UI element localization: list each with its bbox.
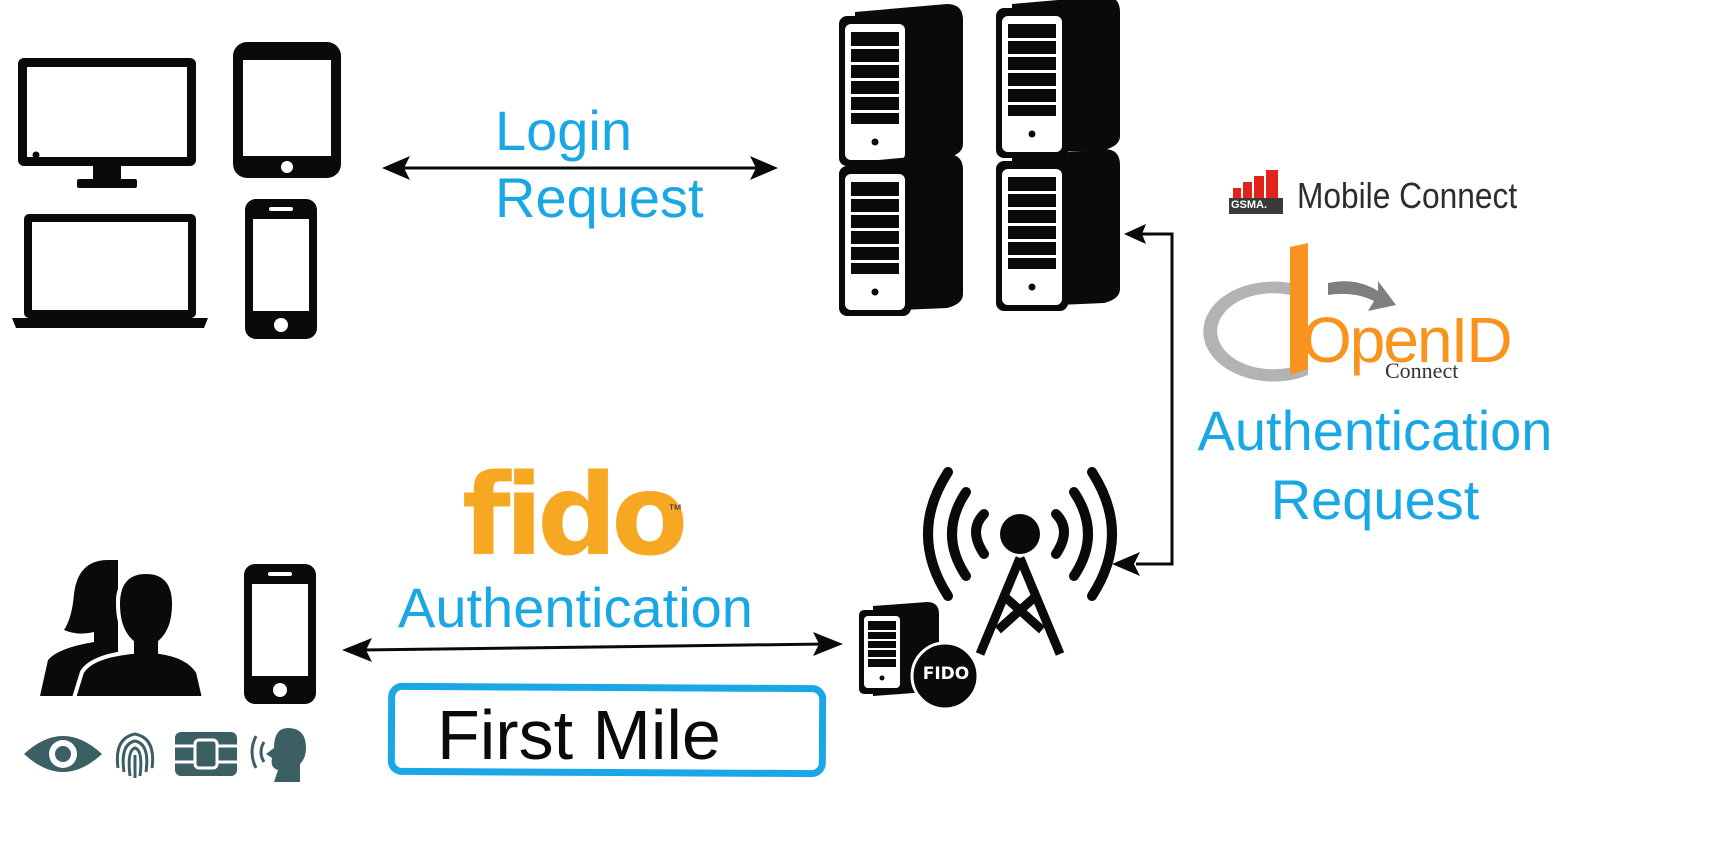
fido-wordmark-text: fido [462,451,688,581]
server-tower-icon [996,0,1120,158]
fido-tm: ™ [668,501,682,517]
gsma-badge-text: GSMA. [1231,199,1268,211]
server-tower-icon [996,149,1120,311]
fido-badge-text: FIDO [922,664,970,684]
openid-connect-text: Connect [1385,358,1459,383]
users-icon [40,560,207,700]
tablet-icon [233,42,341,178]
server-tower-icon [839,4,963,166]
voice-icon [250,728,306,782]
gsma-logo: GSMA. [1229,168,1285,220]
fido-authentication-label: Authentication [398,576,753,639]
laptop-icon [12,214,208,328]
server-cluster [839,0,1120,316]
fido-logo: fido ™ [462,451,692,581]
login-label: Login [495,99,633,162]
request-label: Request [495,166,704,229]
radio-tower-icon [923,467,1117,656]
server-tower-icon [839,154,963,316]
smart-card-icon [175,732,237,776]
authentication-request-label-line1: Authentication [1197,399,1553,462]
openid-text: OpenID [1302,304,1513,376]
first-mile-arrow [342,632,843,662]
mobile-connect-text: Mobile Connect [1297,175,1518,216]
login-request-arrow [382,156,778,180]
first-mile-label: First Mile [437,696,721,774]
authentication-request-arrow [1112,224,1174,576]
eye-icon [24,736,102,772]
desktop-monitor-icon [18,58,196,188]
fido-server-icon [859,602,980,711]
authentication-request-label-line2: Request [1270,468,1480,531]
openid-logo-mark [1203,243,1396,382]
smartphone-icon [245,199,317,339]
smartphone-icon [244,564,316,704]
fingerprint-icon [115,732,155,778]
